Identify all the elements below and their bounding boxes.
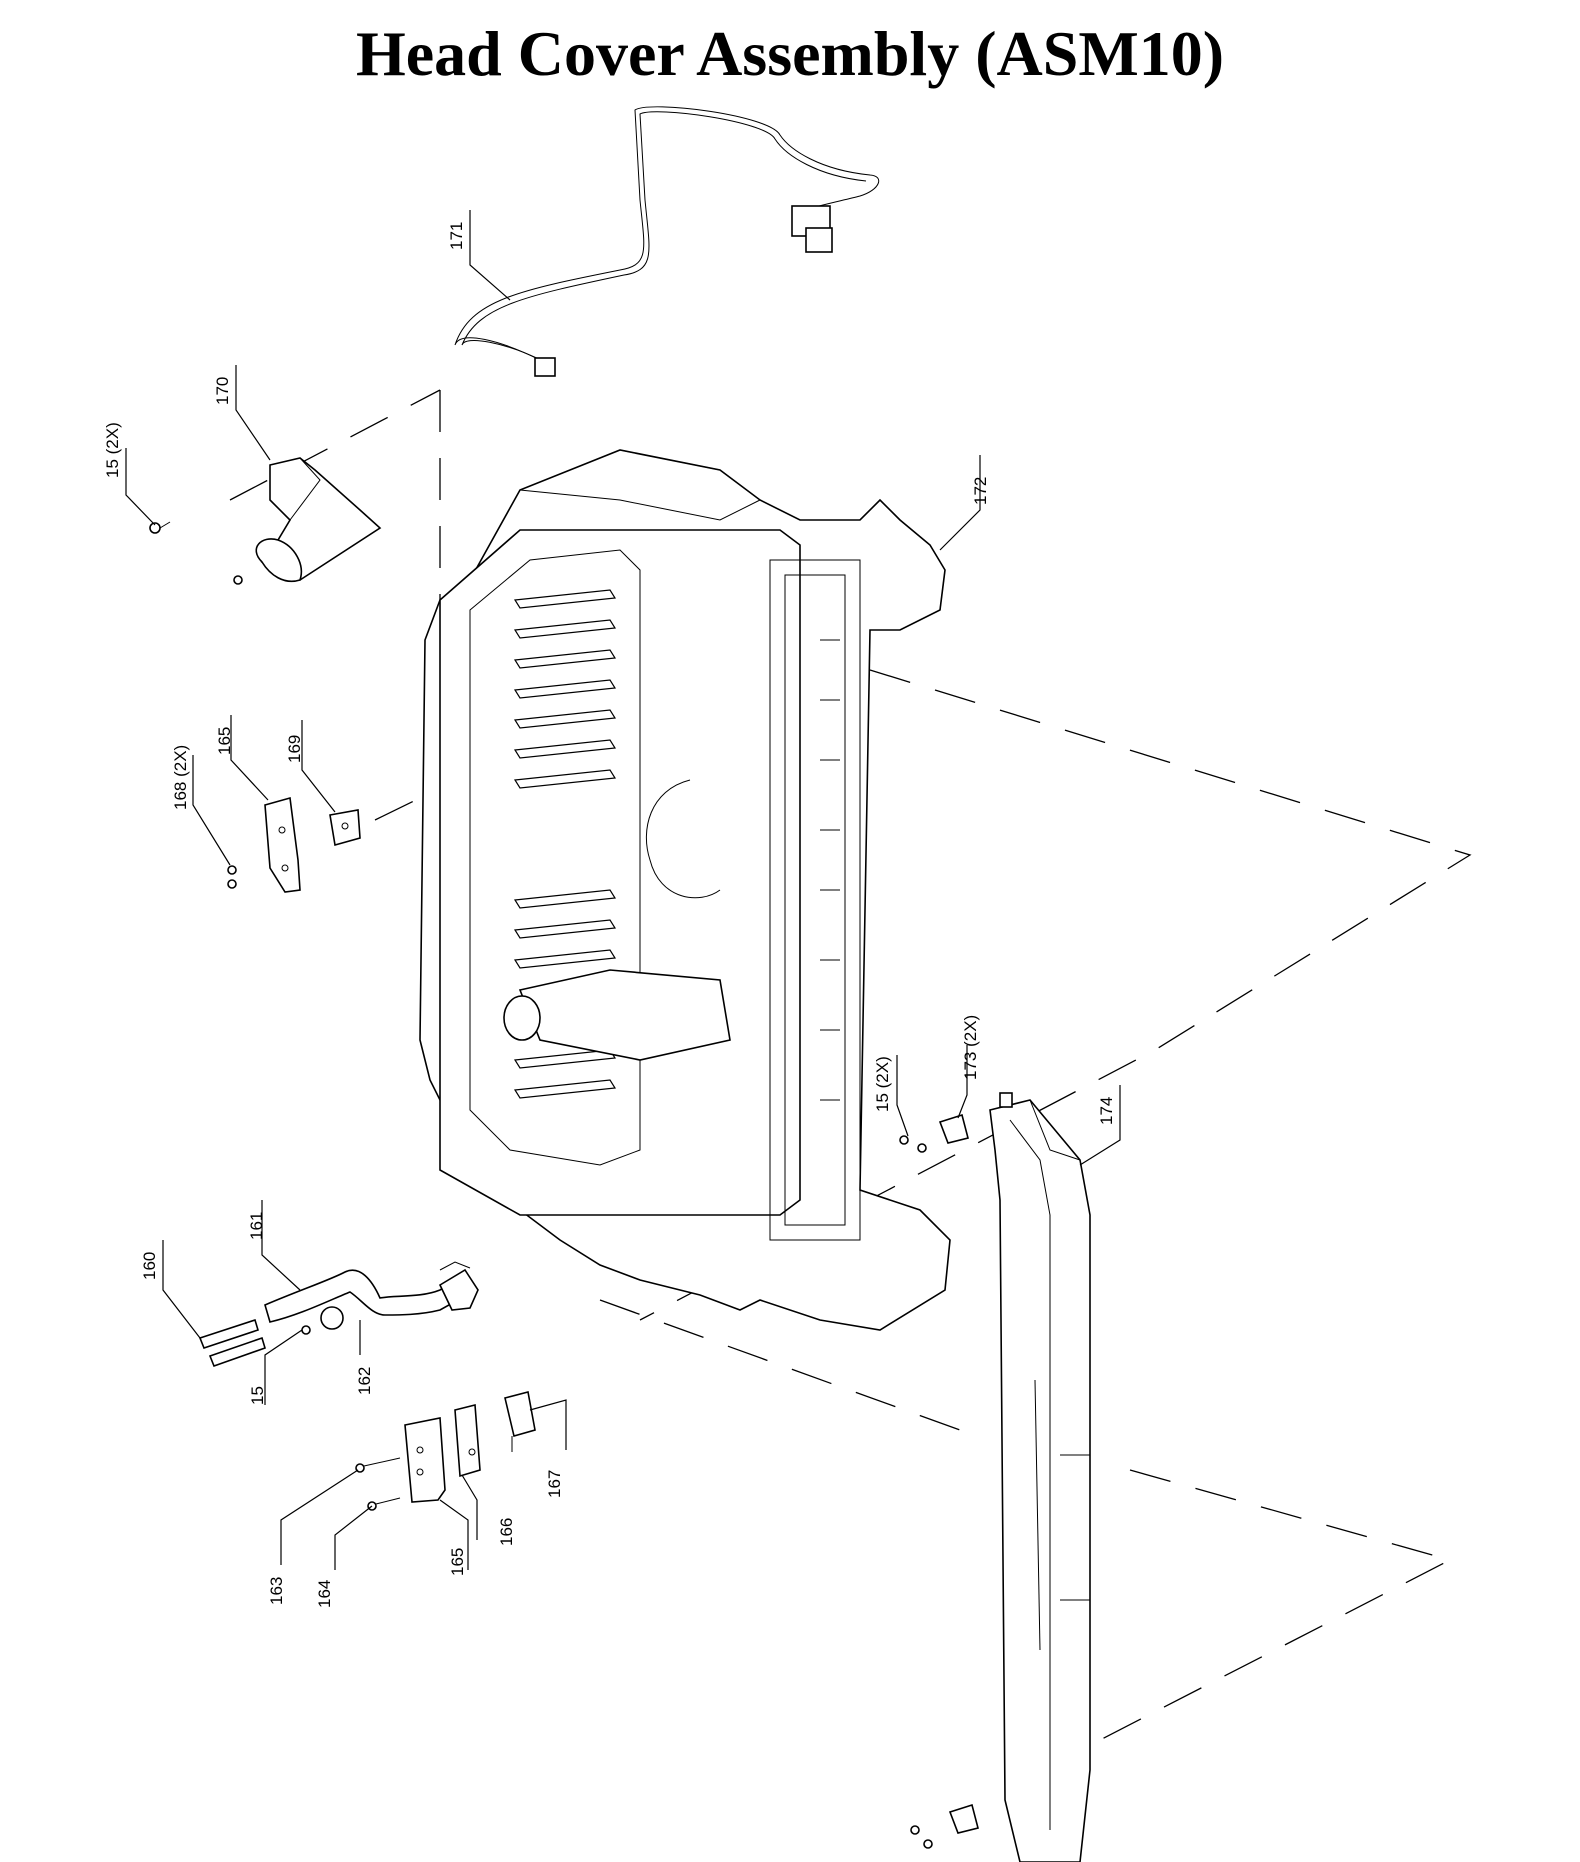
- housing-vent-slats: [513, 589, 617, 1099]
- part-166-plate: [454, 1403, 481, 1478]
- part-bottom-clip: [910, 1803, 979, 1849]
- part-167-switch: [504, 1391, 536, 1452]
- callout-170: 170: [213, 377, 232, 405]
- part-170-duct: [149, 457, 382, 585]
- housing-rib-marks: [820, 639, 840, 1101]
- callout-173-2x: 173 (2X): [961, 1015, 980, 1080]
- leader-lines: [125, 210, 1121, 1570]
- part-169-switch: [329, 809, 361, 847]
- callout-164: 164: [315, 1580, 334, 1608]
- part-172-head-cover-housing: [419, 449, 951, 1331]
- callout-171: 171: [447, 222, 466, 250]
- part-165-bracket-upper: [264, 796, 301, 893]
- callout-168-2x: 168 (2X): [171, 745, 190, 810]
- part-168-screws: [227, 865, 237, 889]
- callout-165-upper: 165: [215, 727, 234, 755]
- callout-160: 160: [140, 1252, 159, 1280]
- callout-169: 169: [285, 735, 304, 763]
- callout-174: 174: [1097, 1097, 1116, 1125]
- callout-15-2x-top: 15 (2X): [103, 422, 122, 478]
- callout-15: 15: [248, 1386, 267, 1405]
- part-173-clip: [899, 1113, 969, 1153]
- part-161-hose: [264, 1261, 479, 1323]
- callout-162: 162: [355, 1367, 374, 1395]
- part-174-side-rail: [989, 1092, 1091, 1862]
- callout-161: 161: [247, 1212, 266, 1240]
- callout-172: 172: [971, 477, 990, 505]
- callout-167: 167: [545, 1470, 564, 1498]
- callout-163: 163: [267, 1577, 286, 1605]
- callout-165-lower: 165: [448, 1548, 467, 1576]
- part-171-wire-harness: [454, 106, 880, 377]
- part-162-washer: [301, 1306, 344, 1335]
- callout-166: 166: [497, 1518, 516, 1546]
- callout-labels: 171 170 15 (2X) 172 168 (2X) 165 169 15 …: [103, 222, 1116, 1608]
- part-163-164-screws: [355, 1457, 401, 1511]
- part-160-connectors: [198, 1318, 266, 1368]
- callout-15-2x-right: 15 (2X): [873, 1056, 892, 1112]
- page-title: Head Cover Assembly (ASM10): [355, 18, 1225, 89]
- part-165-bracket-lower: [404, 1417, 446, 1503]
